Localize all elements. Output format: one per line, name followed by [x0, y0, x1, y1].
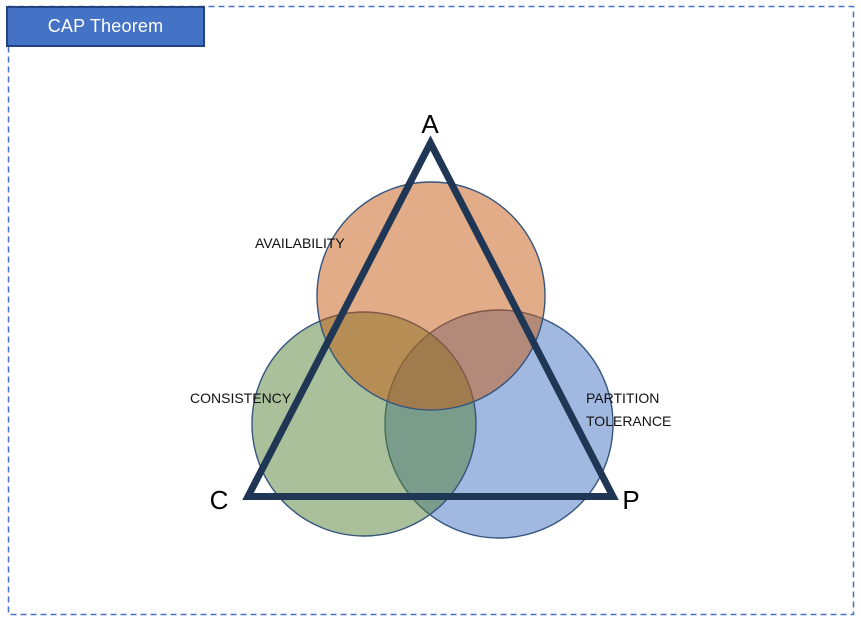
vertex-label-c: C — [210, 485, 229, 515]
dashed-page-border — [7, 5, 855, 616]
availability-circle — [316, 181, 546, 411]
slide-title-text: CAP Theorem — [47, 16, 164, 36]
partition-tolerance-label-line2: TOLERANCE — [586, 413, 671, 429]
availability-label: AVAILABILITY — [255, 235, 345, 251]
cap-triangle — [242, 135, 619, 500]
vertex-label-a: A — [421, 109, 439, 139]
consistency-label: CONSISTENCY — [190, 390, 292, 406]
partition-tolerance-label-line1: PARTITION — [586, 390, 659, 406]
slide-title-box: CAP Theorem — [6, 6, 205, 47]
vertex-label-p: P — [622, 485, 639, 515]
